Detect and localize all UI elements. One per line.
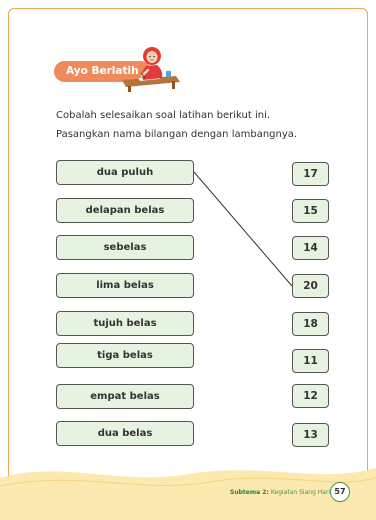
page-number: 57 [330, 482, 350, 502]
numeral-box[interactable]: 18 [292, 312, 329, 336]
instruction-line-1: Cobalah selesaikan soal latihan berikut … [56, 110, 271, 121]
number-name-box[interactable]: tiga belas [56, 343, 194, 368]
number-name-box[interactable]: delapan belas [56, 198, 194, 223]
numeral-box[interactable]: 15 [292, 199, 329, 223]
section-badge: Ayo Berlatih [54, 61, 151, 82]
number-name-box[interactable]: dua puluh [56, 160, 194, 185]
subtema-title: Kegiatan Siang Hari [270, 489, 331, 496]
numeral-box[interactable]: 17 [292, 162, 329, 186]
footer-wave [0, 468, 376, 520]
numeral-box[interactable]: 14 [292, 236, 329, 260]
numeral-box[interactable]: 13 [292, 423, 329, 447]
number-name-box[interactable]: tujuh belas [56, 311, 194, 336]
numeral-box[interactable]: 11 [292, 349, 329, 373]
number-name-box[interactable]: dua belas [56, 421, 194, 446]
number-name-box[interactable]: sebelas [56, 235, 194, 260]
numeral-box[interactable]: 12 [292, 384, 329, 408]
child-writing-illustration [122, 47, 180, 92]
numeral-box[interactable]: 20 [292, 274, 329, 298]
instruction-line-2: Pasangkan nama bilangan dengan lambangny… [56, 129, 298, 140]
number-name-box[interactable]: lima belas [56, 273, 194, 298]
subtema-label: Subtema 2: [230, 489, 269, 496]
number-name-box[interactable]: empat belas [56, 384, 194, 409]
footer-subtema: Subtema 2: Kegiatan Siang Hari [230, 489, 330, 496]
